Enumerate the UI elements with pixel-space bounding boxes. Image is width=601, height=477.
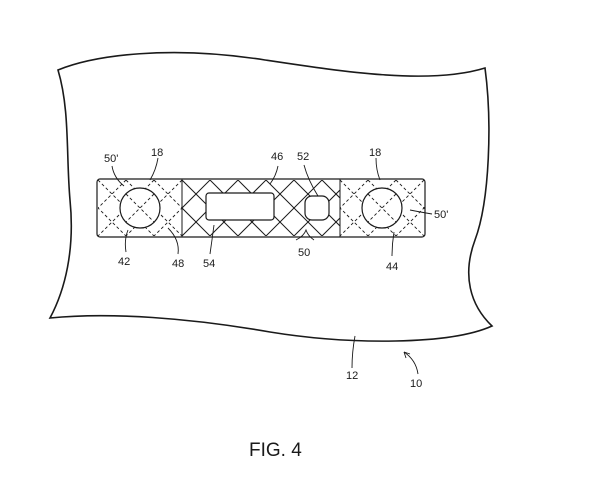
- label-divider: 48: [172, 258, 184, 270]
- label-lattice: 50: [298, 247, 310, 259]
- label-assembly: 10: [410, 378, 422, 390]
- left-hole-dash: [125, 193, 155, 223]
- label-hole-right: 44: [386, 261, 398, 273]
- leader-lines: [111, 157, 433, 375]
- right-hole-dash: [367, 193, 397, 223]
- label-sheet: 12: [346, 370, 358, 382]
- label-pad-right: 18: [369, 147, 381, 159]
- label-window: 54: [203, 258, 215, 270]
- label-opening: 52: [297, 151, 309, 163]
- label-hole-left: 42: [118, 256, 130, 268]
- label-hatch-right: 50': [434, 209, 448, 221]
- opening: [304, 195, 330, 221]
- label-hatch-left: 50': [104, 153, 118, 165]
- figure-caption: FIG. 4: [249, 440, 302, 461]
- label-strip: 46: [271, 151, 283, 163]
- label-pad-left: 18: [151, 147, 163, 159]
- window: [205, 192, 275, 221]
